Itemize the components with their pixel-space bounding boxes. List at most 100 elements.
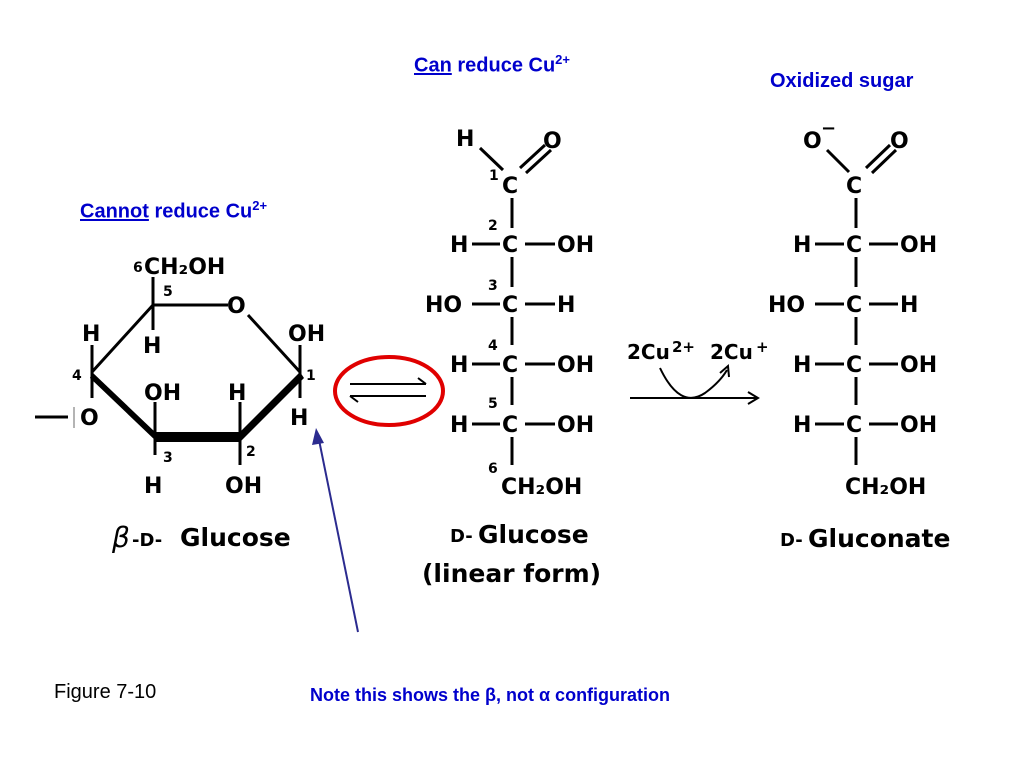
linear-glucose: H O 1 C 2 H C OH 3 HO C H 4 H C OH 5 H C… [422,127,601,588]
linear-h-c2: H [450,233,468,258]
linear-ch2oh: CH₂OH [501,475,582,500]
cu-curved-arrowhead [719,363,730,378]
gluconate: O − O C H C OH HO C H H C OH H C OH CH₂O… [768,118,950,553]
wedge-c3-c2 [155,432,240,442]
ring-d-prefix: -D- [132,530,162,551]
ring-o-c4: O [80,406,99,431]
ring-h-c1: H [290,406,308,431]
linear-c4: C [502,353,518,378]
ring-ch2oh: CH₂OH [144,255,225,280]
note-label: Note this shows the β, not α configurati… [310,685,671,705]
can-rest: reduce Cu [451,54,556,77]
linear-h-c3: H [557,293,575,318]
gluconate-ch2oh: CH₂OH [845,475,926,500]
linear-oh-c2: OH [557,233,594,258]
cu-right: 2Cu [710,340,753,364]
linear-c5-number: 5 [488,396,498,412]
equilibrium [333,355,445,427]
gluconate-oh-c4: OH [900,353,937,378]
linear-o-top: O [543,129,562,154]
linear-double-bond-b [524,148,553,175]
linear-c6-number: 6 [488,461,498,477]
linear-c3: C [502,293,518,318]
linear-h-c5: H [450,413,468,438]
gluconate-o: O [890,129,909,154]
wedge-c2-c1 [240,372,304,442]
can-reduce-label: Can reduce Cu2+ [414,52,570,78]
bond-o-c1 [246,313,302,374]
gluconate-double-bond-a [864,143,892,170]
cannot-reduce-label: Cannot reduce Cu2+ [80,198,267,224]
linear-c1-number: 1 [489,168,499,184]
wedge-c4-c3 [90,372,157,442]
linear-c1: C [502,174,518,199]
pointer-arrow-line [317,434,359,633]
linear-bond-h-c1 [478,146,505,172]
ring-h-c5: H [143,334,161,359]
ring-c6-number: 6 [133,260,143,276]
cannot-word: Cannot [80,200,149,223]
gluconate-h-c4: H [793,353,811,378]
gluconate-name: Gluconate [808,524,950,553]
beta-symbol: β [111,521,130,554]
linear-c5: C [502,413,518,438]
ring-c4-number: 4 [72,368,82,384]
ring-oh-c3: OH [144,381,181,406]
ring-oh-c1: OH [288,322,325,347]
oxidized-sugar-label: Oxidized sugar [770,70,914,92]
linear-oh-c4: OH [557,353,594,378]
pointer-arrow [312,428,359,633]
linear-name: Glucose [478,520,589,549]
ring-oxygen: O [227,294,246,319]
linear-h-c4: H [450,353,468,378]
linear-h-top: H [456,127,474,152]
gluconate-c1: C [846,174,862,199]
cu-left-charge: 2+ [672,338,695,356]
linear-c4-number: 4 [488,338,498,354]
can-word: Can [414,54,452,77]
bond-c5-c4 [90,303,155,374]
ring-c1-number: 1 [306,368,316,384]
gluconate-h-c3: H [900,293,918,318]
ring-c2-number: 2 [246,444,256,460]
gluconate-c2: C [846,233,862,258]
linear-c3-number: 3 [488,278,498,294]
linear-form-label: (linear form) [422,559,601,588]
cu-curved-arrow [659,367,728,399]
eq-arrow-bottom-head [349,395,359,403]
linear-ho-c3: HO [425,293,462,318]
linear-c2-number: 2 [488,218,498,234]
ring-c3-number: 3 [163,450,173,466]
linear-c2: C [502,233,518,258]
gluconate-o-minus: O [803,129,822,154]
gluconate-double-bond-b [870,148,898,175]
gluconate-ho-c3: HO [768,293,805,318]
cu-right-charge: + [756,338,769,356]
gluconate-minus-sign: − [821,118,836,139]
beta-glucose-ring: 6 CH₂OH 5 O H H OH 1 4 O OH H H 3 2 H OH… [35,255,325,554]
oxidation-reaction: 2Cu 2+ 2Cu + [627,338,769,405]
gluconate-h-c2: H [793,233,811,258]
figure-label: Figure 7-10 [54,681,157,703]
ring-h-c2: H [228,381,246,406]
gluconate-h-c5: H [793,413,811,438]
pointer-arrowhead [312,428,324,445]
linear-double-bond-a [518,143,547,170]
gluconate-c3: C [846,293,862,318]
cu-left: 2Cu [627,340,670,364]
gluconate-oh-c5: OH [900,413,937,438]
cannot-charge: 2+ [252,198,268,213]
gluconate-d-prefix: D- [780,530,803,551]
can-charge: 2+ [555,52,570,67]
linear-d-prefix: D- [450,526,473,547]
eq-arrow-top-head [417,377,427,385]
ring-oh-c2: OH [225,474,262,499]
gluconate-c5: C [846,413,862,438]
gluconate-c4: C [846,353,862,378]
linear-oh-c5: OH [557,413,594,438]
gluconate-oh-c2: OH [900,233,937,258]
red-circle [333,355,445,427]
ring-c5-number: 5 [163,284,173,300]
ring-name: Glucose [180,523,291,552]
